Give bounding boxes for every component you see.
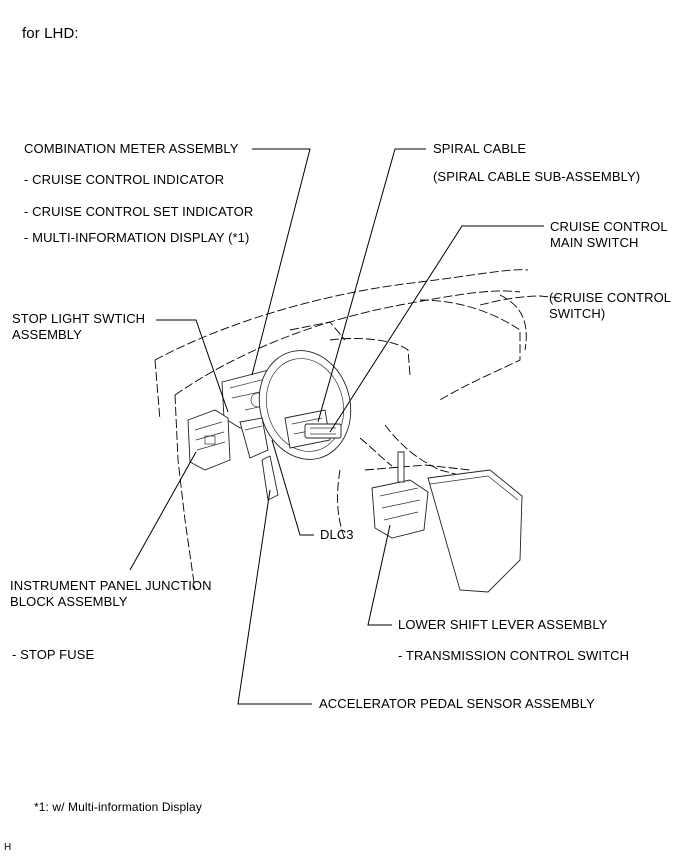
dashboard-outline bbox=[154, 269, 561, 591]
label-cruise-switch-1: (CRUISE CONTROL bbox=[549, 290, 672, 305]
label-lower-shift-lever: LOWER SHIFT LEVER ASSEMBLY bbox=[398, 617, 608, 632]
label-cruise-switch-2: SWITCH) bbox=[549, 306, 606, 321]
label-combination-meter: COMBINATION METER ASSEMBLY bbox=[24, 141, 239, 156]
label-cruise-set-indicator: - CRUISE CONTROL SET INDICATOR bbox=[24, 204, 254, 219]
pedal-assembly-shape bbox=[239, 417, 279, 501]
corner-mark: H bbox=[4, 842, 12, 853]
junction-block-shape bbox=[187, 409, 231, 471]
label-stop-light-1: STOP LIGHT SWTICH bbox=[12, 311, 146, 326]
shift-lever-shape bbox=[371, 451, 429, 539]
label-dlc3: DLC3 bbox=[320, 527, 354, 542]
label-multi-info-display: - MULTI-INFORMATION DISPLAY (*1) bbox=[24, 230, 250, 245]
label-cruise-main-switch-1: CRUISE CONTROL bbox=[550, 219, 668, 234]
page-header: for LHD: bbox=[22, 25, 79, 42]
console-shape bbox=[427, 469, 523, 593]
label-accelerator-pedal: ACCELERATOR PEDAL SENSOR ASSEMBLY bbox=[319, 696, 595, 711]
leader-lines bbox=[129, 148, 544, 705]
label-spiral-cable-sub: (SPIRAL CABLE SUB-ASSEMBLY) bbox=[433, 169, 641, 184]
label-ipjb-1: INSTRUMENT PANEL JUNCTION bbox=[10, 578, 212, 593]
footnote: *1: w/ Multi-information Display bbox=[34, 800, 202, 814]
label-cruise-main-switch-2: MAIN SWITCH bbox=[550, 235, 639, 250]
label-stop-fuse: - STOP FUSE bbox=[12, 647, 95, 662]
spiral-cable-shape bbox=[304, 423, 342, 439]
label-spiral-cable: SPIRAL CABLE bbox=[433, 141, 527, 156]
label-ipjb-2: BLOCK ASSEMBLY bbox=[10, 594, 128, 609]
label-stop-light-2: ASSEMBLY bbox=[12, 327, 82, 342]
label-transmission-switch: - TRANSMISSION CONTROL SWITCH bbox=[398, 648, 630, 663]
label-cruise-indicator: - CRUISE CONTROL INDICATOR bbox=[24, 172, 225, 187]
